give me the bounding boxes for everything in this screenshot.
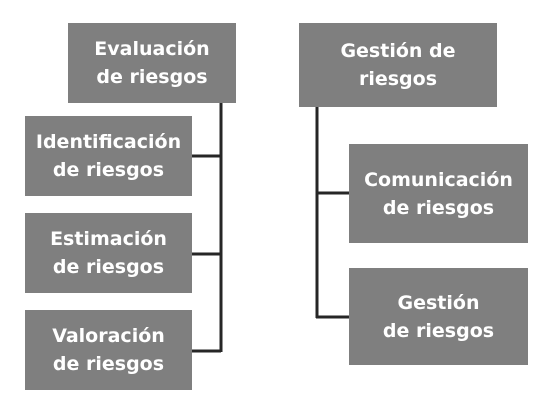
- node-label: Valoración de riesgos: [52, 325, 165, 375]
- node-label: Estimación de riesgos: [50, 228, 167, 278]
- node-valoracion-de-riesgos: Valoración de riesgos: [25, 310, 192, 390]
- node-label: Evaluación de riesgos: [94, 38, 210, 88]
- node-label: Comunicación de riesgos: [364, 168, 513, 219]
- node-gestion-de-riesgos-root: Gestión de riesgos: [299, 23, 497, 107]
- node-evaluacion-de-riesgos: Evaluación de riesgos: [68, 23, 236, 103]
- node-identificacion-de-riesgos: Identificación de riesgos: [25, 116, 192, 196]
- node-gestion-de-riesgos-child: Gestión de riesgos: [349, 268, 528, 365]
- node-label: Gestión de riesgos: [382, 291, 495, 342]
- node-estimacion-de-riesgos: Estimación de riesgos: [25, 213, 192, 293]
- node-label: Gestión de riesgos: [340, 40, 456, 90]
- node-comunicacion-de-riesgos: Comunicación de riesgos: [349, 144, 528, 243]
- node-label: Identificación de riesgos: [35, 131, 182, 181]
